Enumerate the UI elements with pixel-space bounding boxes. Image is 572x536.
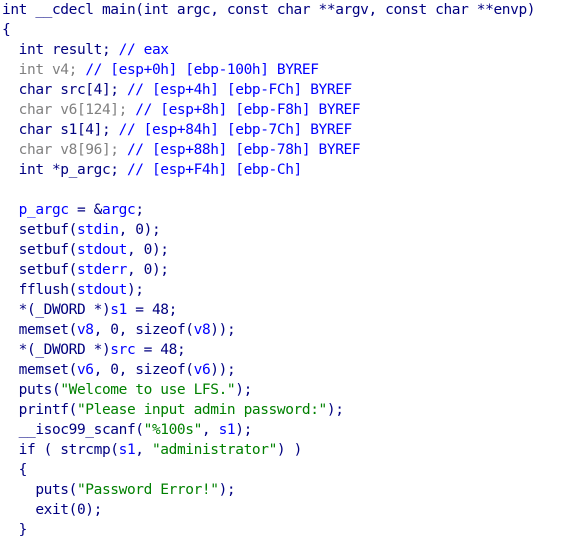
code-token: memset( — [2, 322, 78, 338]
code-token: argc — [101, 202, 136, 218]
code-token: )); — [210, 322, 236, 338]
code-token: "administrator" — [151, 442, 277, 458]
code-token: // [esp+84h] [ebp-7Ch] BYREF — [118, 122, 353, 138]
code-token: = & — [68, 202, 102, 218]
code-line[interactable]: int result; // eax — [2, 40, 169, 60]
code-token: s1 — [110, 302, 127, 318]
code-token: if ( strcmp( — [2, 442, 119, 458]
code-token: *(_DWORD *) — [2, 302, 111, 318]
code-line[interactable]: p_argc = &argc; — [2, 200, 144, 220]
code-token: ); — [235, 382, 252, 398]
code-line[interactable]: { — [2, 20, 11, 40]
code-token: char s1[4]; — [2, 122, 119, 138]
code-line[interactable]: if ( strcmp(s1, "administrator") ) — [2, 440, 303, 460]
code-token: , 0); — [126, 262, 169, 278]
code-token: v8 — [193, 322, 211, 338]
code-token: printf( — [2, 402, 78, 418]
code-token: setbuf( — [2, 242, 78, 258]
code-token: setbuf( — [2, 262, 78, 278]
code-token: , 0); — [118, 222, 161, 238]
code-token: char v6[124]; — [2, 102, 136, 118]
code-token: // eax — [118, 42, 169, 58]
code-token: ) ) — [276, 442, 302, 458]
code-line[interactable]: int *p_argc; // [esp+F4h] [ebp-Ch] — [2, 160, 303, 180]
code-token: puts( — [2, 482, 77, 498]
code-token: setbuf( — [2, 222, 78, 238]
code-line[interactable]: char src[4]; // [esp+4h] [ebp-FCh] BYREF — [2, 80, 353, 100]
code-token: exit(0); — [2, 502, 102, 518]
code-token: // [esp+4h] [ebp-FCh] BYREF — [126, 82, 352, 98]
code-line[interactable]: memset(v6, 0, sizeof(v6)); — [2, 360, 236, 380]
code-token: int result; — [2, 42, 119, 58]
code-token: char v8[96]; — [2, 142, 127, 158]
code-token: // [esp+88h] [ebp-78h] BYREF — [126, 142, 361, 158]
code-line[interactable]: puts("Welcome to use LFS."); — [2, 380, 253, 400]
code-line[interactable]: } — [2, 520, 28, 536]
code-token: s1 — [118, 442, 136, 458]
code-token: v6 — [76, 362, 94, 378]
code-token: { — [2, 462, 28, 478]
code-line[interactable]: char s1[4]; // [esp+84h] [ebp-7Ch] BYREF — [2, 120, 353, 140]
code-line[interactable]: { — [2, 460, 28, 480]
code-line[interactable]: memset(v8, 0, sizeof(v8)); — [2, 320, 236, 340]
code-token: , 0); — [126, 242, 169, 258]
code-line[interactable]: __isoc99_scanf("%100s", s1); — [2, 420, 253, 440]
code-token: ); — [235, 422, 252, 438]
code-token: v8 — [76, 322, 94, 338]
code-line[interactable]: int __cdecl main(int argc, const char **… — [2, 0, 536, 20]
code-token: ); — [126, 282, 144, 298]
code-line[interactable]: setbuf(stderr, 0); — [2, 260, 169, 280]
code-token: // [esp+F4h] [ebp-Ch] — [126, 162, 302, 178]
code-token: stdout — [76, 242, 127, 258]
code-token: "Please input admin password:" — [76, 402, 327, 418]
code-line[interactable]: *(_DWORD *)s1 = 48; — [2, 300, 178, 320]
code-token: // [esp+8h] [ebp-F8h] BYREF — [135, 102, 361, 118]
code-line[interactable]: char v8[96]; // [esp+88h] [ebp-78h] BYRE… — [2, 140, 361, 160]
code-token: *(_DWORD *) — [2, 342, 111, 358]
code-line[interactable]: puts("Password Error!"); — [2, 480, 235, 500]
code-token: ); — [326, 402, 344, 418]
code-token: int v4; — [2, 62, 86, 78]
code-token — [2, 202, 19, 218]
code-token: ); — [218, 482, 236, 498]
code-line[interactable]: exit(0); — [2, 500, 102, 520]
code-line[interactable]: *(_DWORD *)src = 48; — [2, 340, 186, 360]
code-token: int *p_argc; — [2, 162, 127, 178]
code-line[interactable]: int v4; // [esp+0h] [ebp-100h] BYREF — [2, 60, 319, 80]
code-token: "%100s" — [143, 422, 203, 438]
code-token: { — [2, 22, 11, 38]
code-token: "Welcome to use LFS." — [60, 382, 236, 398]
code-token: , — [135, 442, 152, 458]
code-token: stderr — [76, 262, 127, 278]
code-token: memset( — [2, 362, 78, 378]
code-token: char src[4]; — [2, 82, 127, 98]
code-token: "Password Error!" — [76, 482, 219, 498]
code-token: stdout — [76, 282, 127, 298]
code-token: = 48; — [126, 302, 177, 318]
code-token: // [esp+0h] [ebp-100h] BYREF — [85, 62, 319, 78]
code-token: } — [2, 522, 28, 536]
code-token: )); — [210, 362, 236, 378]
code-token: v6 — [193, 362, 211, 378]
code-token: ; — [135, 202, 144, 218]
code-token: , — [201, 422, 219, 438]
code-token: , 0, sizeof( — [93, 362, 194, 378]
code-token: stdin — [76, 222, 119, 238]
code-token: int __cdecl main(int argc, const char **… — [2, 2, 536, 18]
code-token: puts( — [2, 382, 61, 398]
code-token: s1 — [218, 422, 236, 438]
code-line[interactable]: setbuf(stdout, 0); — [2, 240, 169, 260]
code-line[interactable]: fflush(stdout); — [2, 280, 144, 300]
code-token: = 48; — [135, 342, 186, 358]
code-token: src — [110, 342, 136, 358]
code-token: __isoc99_scanf( — [2, 422, 144, 438]
code-line[interactable]: setbuf(stdin, 0); — [2, 220, 161, 240]
code-token: , 0, sizeof( — [93, 322, 194, 338]
code-line[interactable]: char v6[124]; // [esp+8h] [ebp-F8h] BYRE… — [2, 100, 361, 120]
code-token: fflush( — [2, 282, 78, 298]
code-line[interactable]: printf("Please input admin password:"); — [2, 400, 344, 420]
code-token: p_argc — [18, 202, 69, 218]
